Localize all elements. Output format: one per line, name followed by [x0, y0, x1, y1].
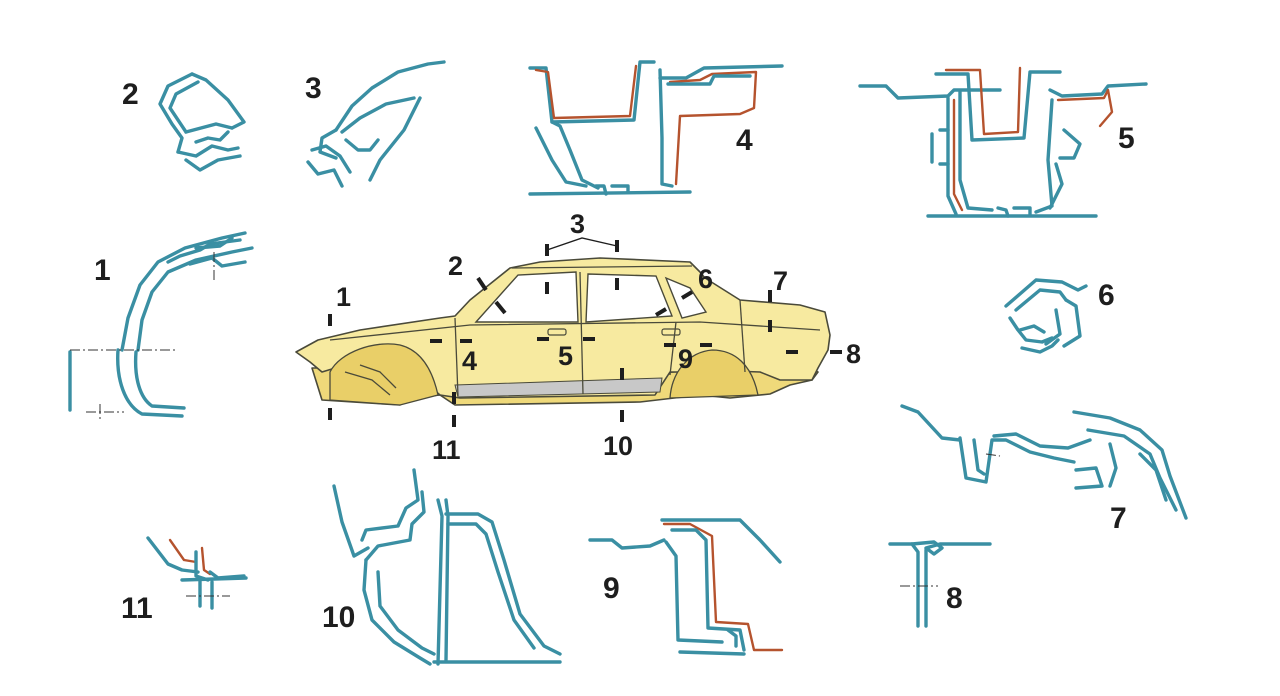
detail-label-11: 11 — [121, 592, 153, 625]
car-callout-2: 2 — [448, 251, 463, 281]
car-callout-11: 11 — [432, 435, 461, 465]
section-detail-11: 11 — [121, 536, 248, 625]
detail-label-6: 6 — [1098, 279, 1115, 312]
section-detail-7: 7 — [900, 404, 1188, 535]
rear-door-handle — [661, 328, 681, 336]
front-wheel-arch — [329, 343, 439, 406]
front-door-handle — [547, 328, 567, 336]
car-callout-5: 5 — [558, 341, 573, 371]
section-detail-2: 2 — [122, 72, 246, 172]
door-line-mid — [579, 271, 584, 395]
car-body — [295, 257, 831, 406]
section-detail-9: 9 — [588, 518, 784, 656]
car-callout-3: 3 — [570, 209, 585, 239]
section-detail-6: 6 — [1004, 278, 1115, 354]
car-callout-9: 9 — [678, 344, 693, 374]
detail-label-2: 2 — [122, 78, 139, 111]
rear-wheel-arch — [669, 349, 759, 399]
car-callouts: 1 2 3 4 5 6 7 8 9 10 11 — [336, 209, 861, 465]
section-detail-3: 3 — [305, 60, 446, 188]
section-detail-10: 10 — [322, 468, 562, 666]
door-line-rear — [669, 321, 677, 376]
section-detail-4: 4 — [528, 60, 784, 196]
detail-label-7: 7 — [1110, 502, 1127, 535]
detail-label-5: 5 — [1118, 122, 1135, 155]
detail-label-3: 3 — [305, 72, 322, 105]
car-callout-4: 4 — [462, 346, 477, 376]
sill-stripe — [454, 377, 663, 398]
car-callout-6: 6 — [698, 264, 713, 294]
door-line-front — [454, 317, 459, 397]
trunk-line — [739, 299, 746, 373]
car-callout-1: 1 — [336, 282, 351, 312]
section-detail-5: 5 — [858, 66, 1148, 218]
car-callout-7: 7 — [773, 266, 788, 296]
quarter-window — [664, 276, 708, 319]
detail-label-9: 9 — [603, 572, 620, 605]
roof-line — [511, 265, 693, 269]
car-callout-8: 8 — [846, 339, 861, 369]
detail-label-8: 8 — [946, 582, 963, 615]
belt-line — [329, 321, 821, 341]
section-detail-8: 8 — [888, 540, 992, 628]
section-detail-1: 1 — [68, 231, 254, 422]
rear-door-window — [585, 273, 674, 323]
detail-label-4: 4 — [736, 124, 753, 157]
car-callout-10: 10 — [603, 431, 633, 461]
detail-label-10: 10 — [322, 601, 355, 634]
section-cut-marks — [328, 237, 842, 427]
engine-bay-detail — [344, 364, 397, 396]
detail-label-1: 1 — [94, 254, 111, 287]
